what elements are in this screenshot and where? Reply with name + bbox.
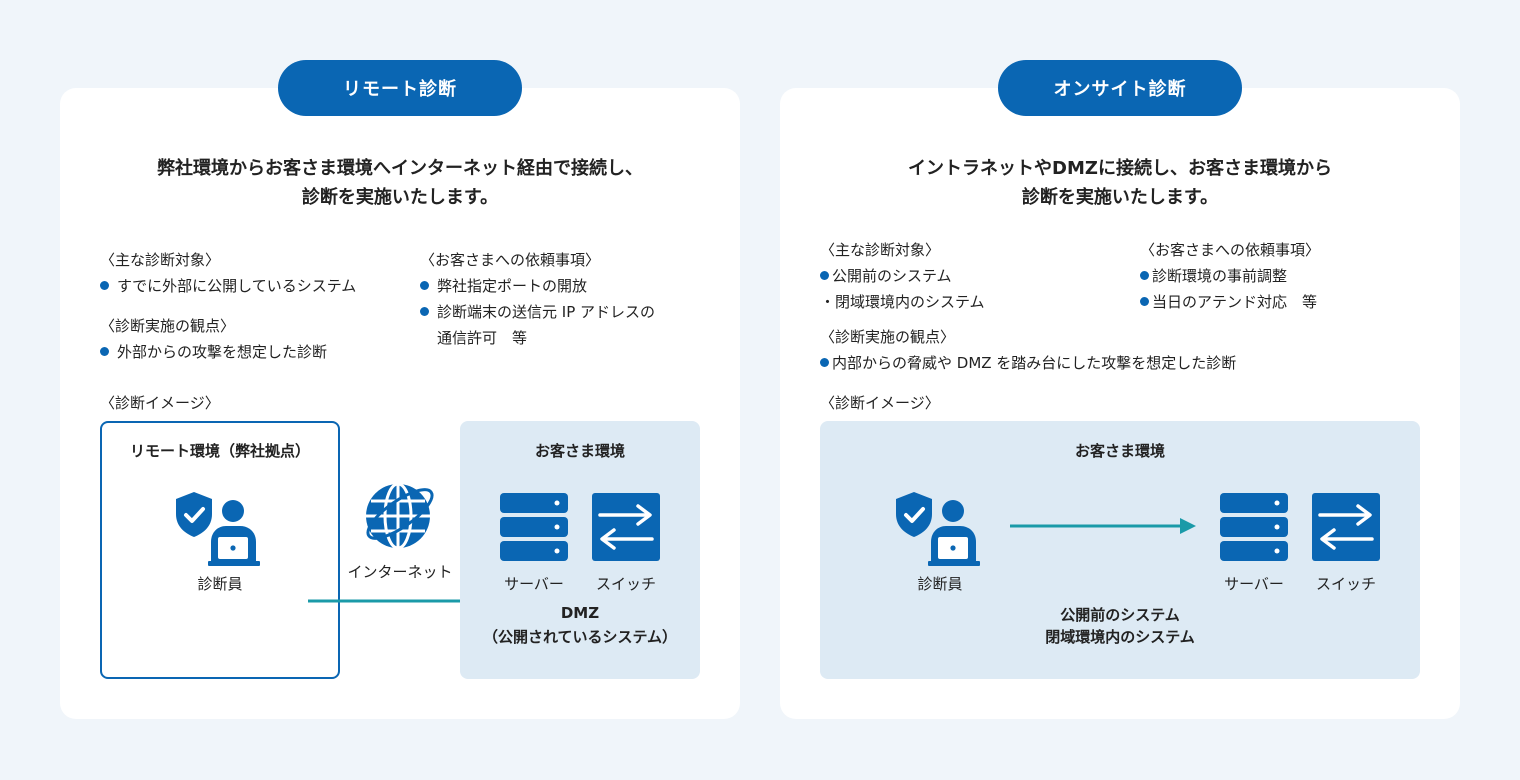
server-label: サーバー	[1224, 575, 1284, 593]
shield-check-icon	[176, 492, 212, 537]
list-item-label: すでに外部に公開しているシステム	[117, 277, 357, 295]
list-item: ・閉域環境内のシステム	[820, 293, 985, 311]
bullet-icon	[1140, 271, 1149, 280]
list-item-label: 診断端末の送信元 IP アドレスの	[437, 303, 656, 321]
diagnostician-icon	[896, 492, 980, 566]
bullet-icon	[820, 271, 829, 280]
bullet-icon	[1140, 297, 1149, 306]
remote-environment-box	[100, 421, 340, 679]
arrow-right-icon	[1010, 518, 1196, 534]
list-item: すでに外部に公開しているシステム	[100, 273, 356, 299]
systems-label-2: 閉域環境内のシステム	[1045, 628, 1195, 646]
remote-targets-heading: 〈主な診断対象〉	[100, 251, 221, 269]
server-icon	[500, 493, 568, 561]
customer-environment-label: お客さま環境	[534, 442, 625, 460]
internet-label: インターネット	[347, 563, 453, 581]
list-item-label: 弊社指定ポートの開放	[437, 277, 588, 295]
server-label: サーバー	[504, 575, 564, 593]
remote-viewpoint-heading: 〈診断実施の観点〉	[100, 317, 236, 335]
list-item: 外部からの攻撃を想定した診断	[100, 339, 327, 365]
remote-diagnosis-title: リモート診断	[278, 60, 522, 116]
remote-lead-line-1: 弊社環境からお客さま環境へインターネット経由で接続し、	[157, 158, 643, 179]
onsite-requests-heading: 〈お客さまへの依頼事項〉	[1140, 241, 1321, 259]
list-item-label: 当日のアテンド対応 等	[1152, 293, 1318, 311]
bullet-icon	[420, 281, 429, 290]
bullet-icon	[420, 307, 429, 316]
list-item: 診断環境の事前調整	[1140, 263, 1287, 289]
list-item-label: 公開前のシステム	[832, 267, 952, 285]
bullet-icon	[820, 358, 829, 367]
onsite-image-heading: 〈診断イメージ〉	[820, 394, 940, 412]
remote-lead: 弊社環境からお客さま環境へインターネット経由で接続し、 診断を実施いたします。	[60, 154, 740, 212]
remote-image-heading: 〈診断イメージ〉	[100, 394, 220, 412]
remote-lead-line-2: 診断を実施いたします。	[301, 187, 499, 208]
list-item: 内部からの脅威や DMZ を踏み台にした攻撃を想定した診断	[820, 350, 1236, 376]
shield-check-icon	[896, 492, 932, 537]
dmz-label: DMZ	[560, 604, 600, 622]
list-item: 当日のアテンド対応 等	[1140, 289, 1317, 315]
switch-icon	[592, 493, 660, 561]
diagnostician-icon	[176, 492, 260, 566]
switch-icon	[1312, 493, 1380, 561]
list-item: 診断端末の送信元 IP アドレスの	[420, 299, 655, 325]
diagnostician-label: 診断員	[197, 575, 243, 593]
remote-diagnosis-card: リモート診断 弊社環境からお客さま環境へインターネット経由で接続し、 診断を実施…	[60, 60, 740, 719]
customer-environment-label: お客さま環境	[1074, 442, 1165, 460]
bullet-icon	[100, 281, 109, 290]
switch-label: スイッチ	[595, 575, 656, 593]
onsite-viewpoint-heading: 〈診断実施の観点〉	[820, 328, 956, 346]
globe-icon	[366, 482, 434, 550]
onsite-diagnosis-card: オンサイト診断 イントラネットやDMZに接続し、お客さま環境から 診断を実施いた…	[780, 60, 1460, 719]
onsite-lead: イントラネットやDMZに接続し、お客さま環境から 診断を実施いたします。	[780, 154, 1460, 212]
diagnostician-label: 診断員	[917, 575, 963, 593]
onsite-diagnosis-title: オンサイト診断	[998, 60, 1242, 116]
remote-environment-label: リモート環境（弊社拠点）	[129, 442, 310, 460]
onsite-lead-line-1: イントラネットやDMZに接続し、お客さま環境から	[908, 158, 1332, 179]
list-item: 弊社指定ポートの開放	[420, 273, 587, 299]
systems-label-1: 公開前のシステム	[1060, 606, 1180, 624]
user-laptop-icon	[928, 500, 980, 566]
switch-label: スイッチ	[1315, 575, 1376, 593]
server-icon	[1220, 493, 1288, 561]
onsite-targets-heading: 〈主な診断対象〉	[820, 241, 941, 259]
bullet-icon	[100, 347, 109, 356]
list-item-label: 診断環境の事前調整	[1152, 267, 1288, 285]
dmz-sub-label: （公開されているシステム）	[482, 628, 678, 646]
list-item-continuation: 通信許可 等	[437, 329, 528, 347]
list-item: 公開前のシステム	[820, 263, 952, 289]
onsite-lead-line-2: 診断を実施いたします。	[1021, 187, 1219, 208]
user-laptop-icon	[208, 500, 260, 566]
list-item-label: 外部からの攻撃を想定した診断	[117, 343, 328, 361]
list-item-label: 内部からの脅威や DMZ を踏み台にした攻撃を想定した診断	[832, 354, 1237, 372]
remote-requests-heading: 〈お客さまへの依頼事項〉	[420, 251, 601, 269]
